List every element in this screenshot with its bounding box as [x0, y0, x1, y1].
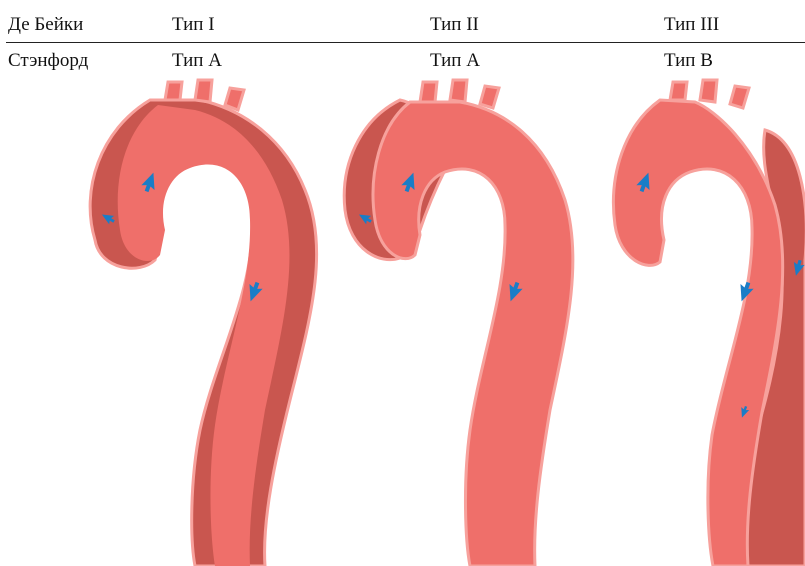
stanford-type-2: Тип A [430, 50, 480, 72]
stanford-type-3: Тип B [664, 50, 713, 72]
aorta-type-3 [613, 80, 805, 566]
aorta-type-2 [344, 80, 573, 566]
stanford-label: Стэнфорд [8, 50, 88, 72]
table-divider [6, 42, 805, 43]
classification-table: Де Бейки Тип I Тип II Тип III Стэнфорд Т… [0, 0, 805, 74]
debakey-type-3: Тип III [664, 14, 719, 36]
debakey-type-1: Тип I [172, 14, 215, 36]
stanford-type-1: Тип A [172, 50, 222, 72]
debakey-type-2: Тип II [430, 14, 479, 36]
aorta-type-1 [90, 80, 317, 566]
debakey-label: Де Бейки [8, 14, 83, 36]
